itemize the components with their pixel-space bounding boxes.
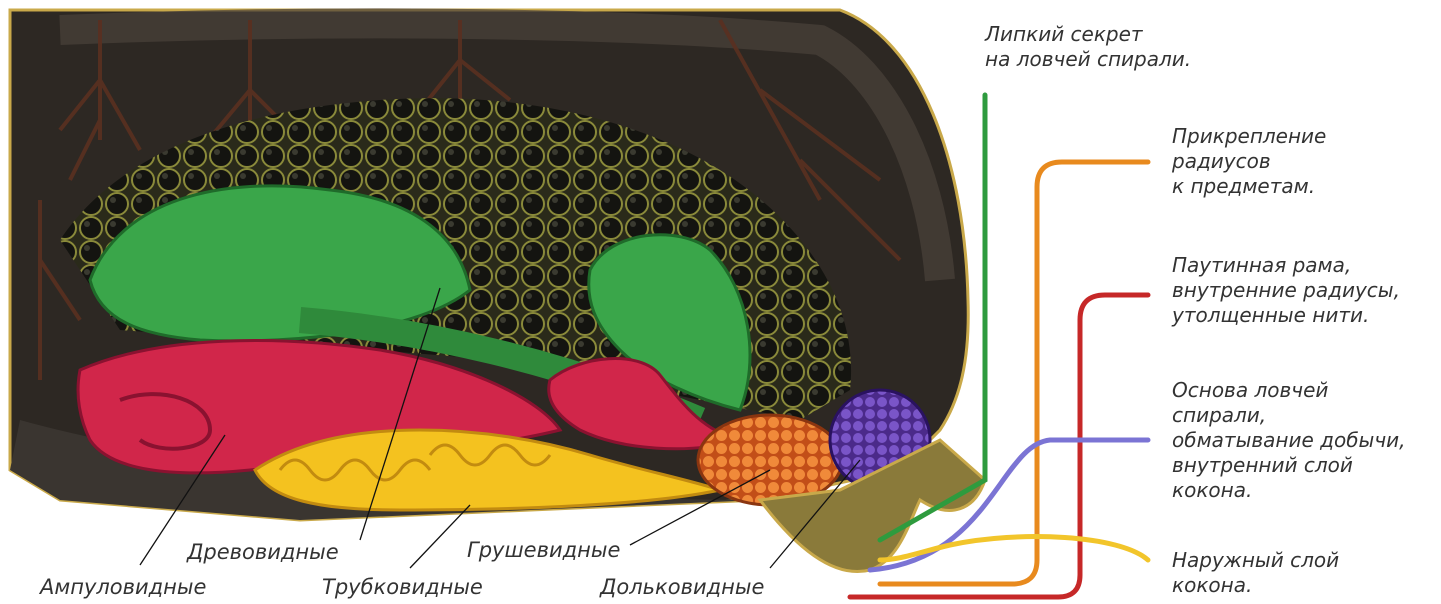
label-aggregate: Древовидные xyxy=(187,540,339,564)
label-lobular: Дольковидные xyxy=(600,575,764,599)
label-piriform: Грушевидные xyxy=(467,538,620,562)
function-sticky: Липкий секрет на ловчей спирали. xyxy=(985,22,1191,72)
function-base: Основа ловчей спирали, обматывание добыч… xyxy=(1172,378,1406,503)
label-ampullate: Ампуловидные xyxy=(40,575,206,599)
function-frame: Паутинная рама, внутренние радиусы, утол… xyxy=(1172,253,1400,328)
label-tubuliform: Трубковидные xyxy=(322,575,483,599)
function-attach: Прикрепление радиусов к предметам. xyxy=(1172,124,1326,199)
function-outer: Наружный слой кокона. xyxy=(1172,548,1339,598)
